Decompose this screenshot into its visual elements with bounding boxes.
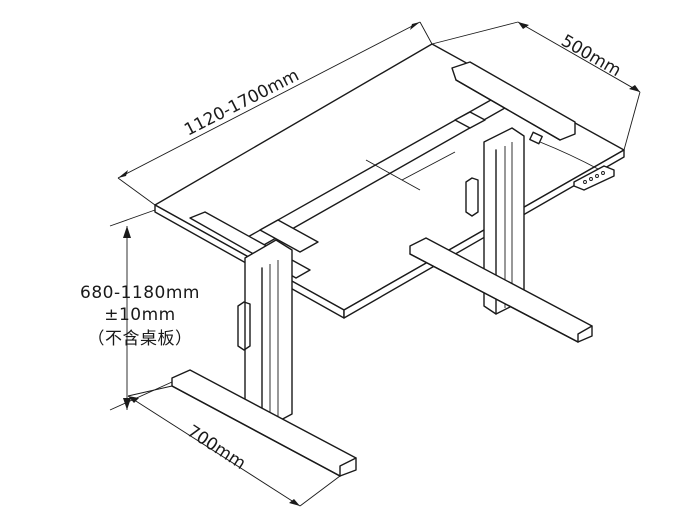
height-note-label: （不含桌板）	[87, 329, 193, 349]
foot-length-label: 700mm	[183, 421, 249, 473]
frame-crossbar	[245, 95, 513, 269]
right-leg	[465, 127, 525, 315]
desktop-board	[154, 43, 625, 319]
right-side-bracket	[451, 61, 576, 141]
control-panel	[529, 131, 615, 191]
left-leg	[237, 239, 293, 431]
height-range-label: 680-1180mm	[80, 283, 200, 303]
dim-height	[109, 209, 173, 411]
height-tolerance-label: ±10mm	[104, 305, 176, 325]
depth-label: 500mm	[558, 31, 625, 81]
right-foot	[409, 237, 593, 343]
